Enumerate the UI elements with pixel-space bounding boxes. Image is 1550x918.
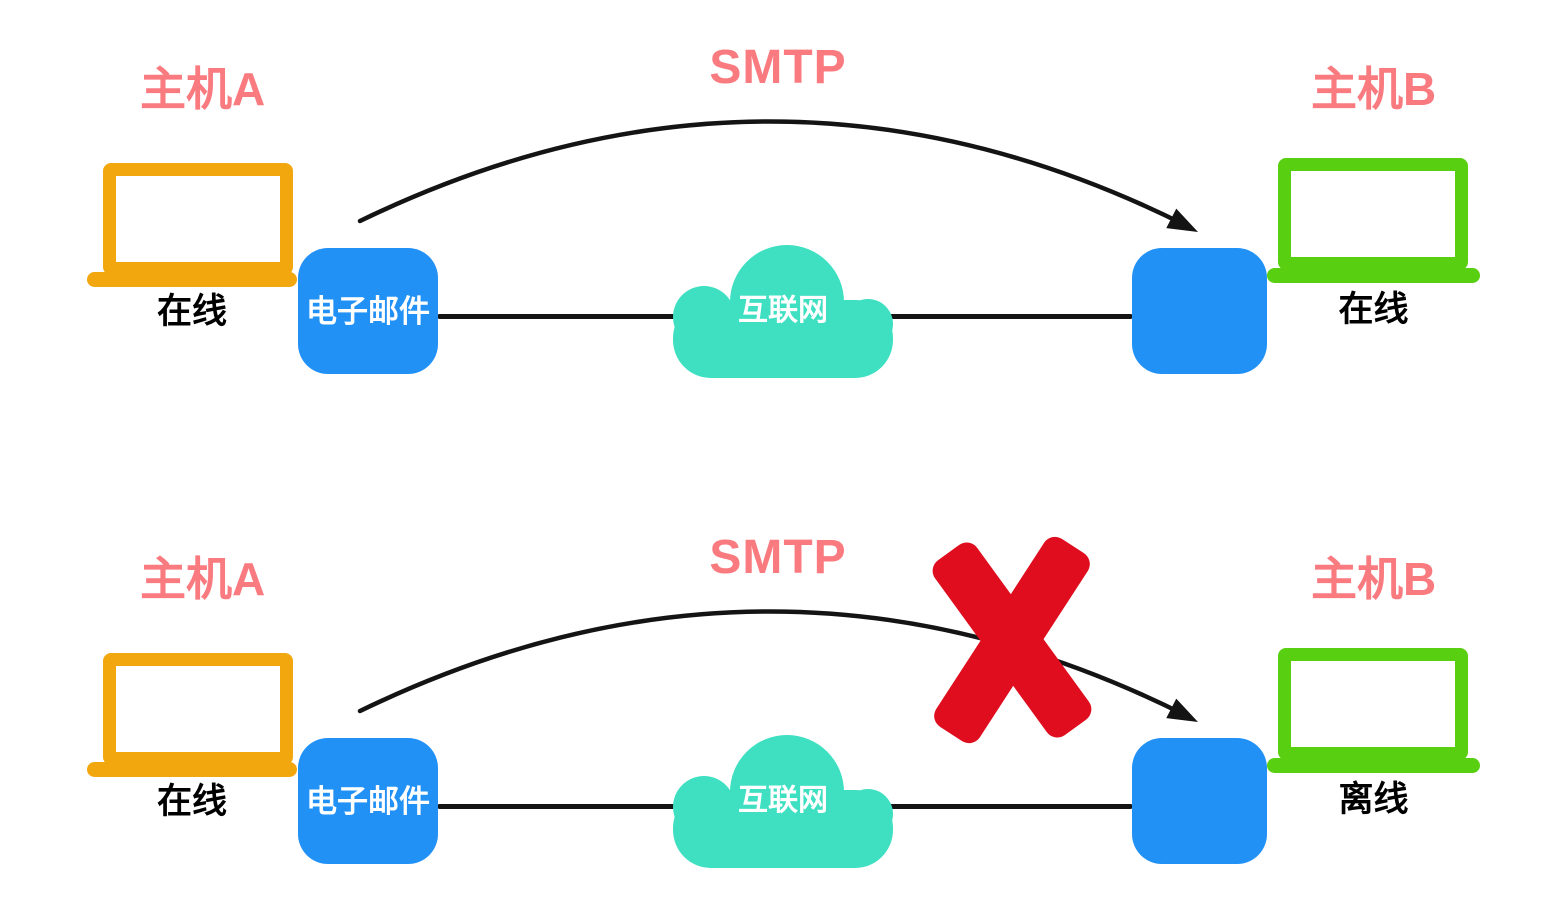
- internet-cloud-label: 互联网: [738, 294, 828, 327]
- host-b-title: 主机B: [1311, 63, 1437, 115]
- laptop-a-screen: [103, 653, 293, 765]
- laptop-b-screen: [1278, 158, 1468, 270]
- blocked-cross-icon: [932, 536, 1092, 744]
- diagram-offline: 主机A SMTP 主机B 在线 电子邮件 互联网 离线: [0, 490, 1550, 918]
- host-a-title: 主机A: [140, 63, 266, 115]
- host-b-status: 在线: [1338, 290, 1409, 329]
- diagram-online: 主机A SMTP 主机B 在线 电子邮件 互联网 在线: [87, 41, 1480, 378]
- email-client-label: 电子邮件: [306, 293, 430, 329]
- host-b-title: 主机B: [1311, 553, 1437, 605]
- mail-server-box: [1132, 248, 1267, 374]
- internet-cloud-icon: [673, 245, 893, 378]
- laptop-b-screen: [1278, 648, 1468, 760]
- email-client-box: 电子邮件: [298, 738, 438, 864]
- protocol-label: SMTP: [709, 531, 847, 584]
- laptop-a-screen: [103, 163, 293, 275]
- host-a-title: 主机A: [140, 553, 266, 605]
- host-a-status: 在线: [156, 782, 227, 821]
- host-a-status: 在线: [156, 292, 227, 331]
- laptop-b-base: [1267, 758, 1480, 773]
- laptop-a-base: [87, 272, 297, 287]
- laptop-a-base: [87, 762, 297, 777]
- host-b-status: 离线: [1338, 780, 1409, 819]
- internet-cloud-label: 互联网: [738, 784, 828, 817]
- protocol-label: SMTP: [709, 41, 847, 94]
- email-client-label: 电子邮件: [306, 783, 430, 819]
- email-client-box: 电子邮件: [298, 248, 438, 374]
- internet-cloud-icon: [673, 735, 893, 868]
- mail-server-box: [1132, 738, 1267, 864]
- laptop-b-base: [1267, 268, 1480, 283]
